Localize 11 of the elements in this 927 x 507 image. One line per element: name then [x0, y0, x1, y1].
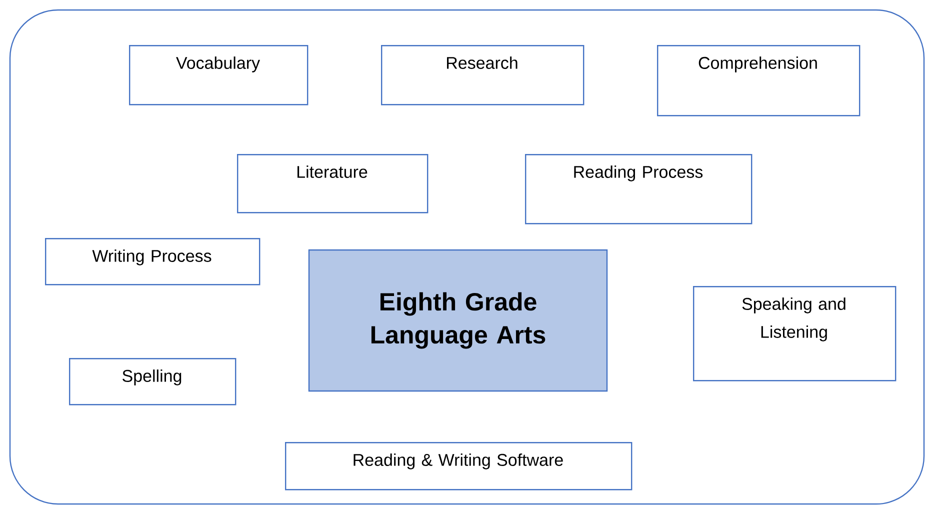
topic-box: Spelling	[69, 358, 236, 406]
rounded-frame	[9, 9, 925, 505]
topic-box: Vocabulary	[129, 45, 308, 106]
topic-box: Speaking and Listening	[693, 286, 896, 382]
topic-box: Reading & Writing Software	[285, 442, 632, 490]
topic-box: Research	[381, 45, 584, 106]
topic-box: Reading Process	[525, 154, 752, 224]
topic-box: Writing Process	[45, 238, 260, 286]
central-topic-box: Eighth Grade Language Arts	[308, 249, 608, 392]
topic-box: Literature	[237, 154, 428, 214]
topic-box: Comprehension	[657, 45, 860, 116]
